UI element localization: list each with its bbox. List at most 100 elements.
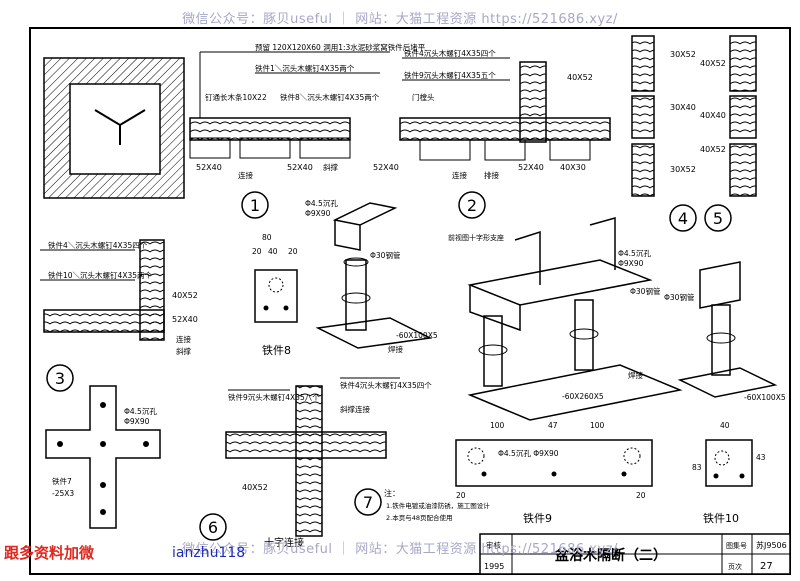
detail-3: 铁件4＼沉头木螺钉4X35四个 铁件10＼沉头木螺钉4X35两个 40X52 5… xyxy=(40,239,198,529)
detail1-dim-b: 52X40 xyxy=(287,163,313,172)
notes-title: 注： xyxy=(384,488,400,498)
atlas-label: 图集号 xyxy=(726,541,747,550)
detail3-label-brace: 斜撑 xyxy=(176,346,191,356)
detail3-number: 3 xyxy=(55,369,65,388)
timber-post-2 xyxy=(519,61,547,143)
iron8-note3: Φ30钢管 xyxy=(370,250,401,260)
detail1-note4: 铁件8＼沉头木螺钉4X35两个 xyxy=(280,92,380,102)
iron8-note2: Φ9X90 xyxy=(305,209,331,218)
iron8-dim-2: 20 xyxy=(252,247,262,256)
section-d4: 40X40 xyxy=(700,111,726,120)
iron10-dim-1: 40 xyxy=(720,421,730,430)
section-d5: 30X52 xyxy=(670,165,696,174)
detail6-number: 6 xyxy=(208,518,218,537)
section-d6: 40X52 xyxy=(700,145,726,154)
iron9-dim-1: 100 xyxy=(490,421,505,430)
notes-2: 2.本页与48页配合使用 xyxy=(386,513,452,522)
page-label: 页次 xyxy=(728,562,742,571)
iron7-label: 铁件7 xyxy=(52,476,72,486)
detail3-label-weld: 连接 xyxy=(176,334,191,344)
detail3-dim-b: 52X40 xyxy=(172,315,198,324)
iron-10: Φ30钢管 -60X100X5 40 43 83 铁件10 xyxy=(664,261,786,525)
iron10-dim-2: 43 xyxy=(756,453,766,462)
title-text: 盆浴木隔断（二） xyxy=(554,547,667,564)
detail2-note4: 连接 xyxy=(452,170,467,180)
iron9-plate-note: Φ4.5沉孔 Φ9X90 xyxy=(498,449,559,458)
notes-1: 1.铁件电镀或油漆防锈，施工图设计 xyxy=(386,501,490,510)
iron9-note4: Φ30钢管 xyxy=(630,286,661,296)
iron7-cross-plate xyxy=(45,385,161,529)
detail3-dim-a: 40X52 xyxy=(172,291,198,300)
detail-1: 预留 120X120X60 洞用1:3水泥砂浆窝铁件后堵平 铁件1＼沉头木螺钉4… xyxy=(43,42,426,219)
detail6-note1: 铁件9沉头木螺钉4X35八个 xyxy=(228,392,320,402)
detail5-callout xyxy=(704,204,732,232)
detail6-caption: 十字连接 xyxy=(264,536,304,549)
iron9-note1: 前视图十字形支座 xyxy=(448,233,504,242)
detail7-number: 7 xyxy=(363,493,373,512)
detail6-dim-a: 40X52 xyxy=(242,483,268,492)
iron10-dim-3: 83 xyxy=(692,463,702,472)
detail6-note3: 斜撑连接 xyxy=(340,404,370,414)
iron8-note5: 焊接 xyxy=(388,344,403,354)
iron9-note2: Φ4.5沉孔 xyxy=(618,249,651,258)
iron8-title: 铁件8 xyxy=(262,344,291,357)
iron9-title: 铁件9 xyxy=(523,512,552,525)
iron9-dim-5: 20 xyxy=(636,491,646,500)
iron9-dim-4: 20 xyxy=(456,491,466,500)
iron7-note1: Φ4.5沉孔 xyxy=(124,407,157,416)
iron10-note1: Φ30钢管 xyxy=(664,292,695,302)
detail5-number: 5 xyxy=(713,209,723,228)
watermark-bottom: 微信公众号：豚贝useful ｜ 网站：大猫工程资源 https://52168… xyxy=(182,542,618,557)
iron8-note1: Φ4.5沉孔 xyxy=(305,199,338,208)
detail4-number: 4 xyxy=(678,209,688,228)
detail2-note2: 铁件9沉头木螺钉4X35五个 xyxy=(404,70,496,80)
detail1-note1: 预留 120X120X60 洞用1:3水泥砂浆窝铁件后堵平 xyxy=(255,42,426,52)
title-review-label: 审核 xyxy=(486,540,501,550)
iron8-dim-1: 80 xyxy=(262,233,272,242)
detail3-note2: 铁件10＼沉头木螺钉4X35两个 xyxy=(48,270,152,280)
iron9-dim-2: 47 xyxy=(548,421,558,430)
watermark-top: 微信公众号：豚贝useful ｜ 网站：大猫工程资源 https://52168… xyxy=(182,12,618,27)
iron10-title: 铁件10 xyxy=(703,512,739,525)
detail2-dim-c: 40X30 xyxy=(560,163,586,172)
detail3-callout xyxy=(46,364,74,392)
detail2-number: 2 xyxy=(467,196,477,215)
detail2-dim-b: 52X40 xyxy=(518,163,544,172)
iron-8: 80 20 40 20 铁件8 Φ4.5沉孔 Φ9X90 Φ30钢管 -60X1… xyxy=(252,199,438,357)
section-d2: 40X52 xyxy=(700,59,726,68)
detail6-callout xyxy=(199,513,227,541)
detail4-callout xyxy=(669,204,697,232)
detail1-dim-a: 52X40 xyxy=(196,163,222,172)
sheet-border xyxy=(29,27,791,575)
iron7-size: -25X3 xyxy=(52,489,74,498)
detail-2: 铁件4沉头木螺钉4X35四个 铁件9沉头木螺钉4X35五个 门樘头 连接 排接 … xyxy=(399,48,611,219)
detail2-note3: 门樘头 xyxy=(412,92,435,102)
wall-opening xyxy=(69,83,161,175)
promo-text-blue: ianzhu118 xyxy=(172,545,246,561)
detail2-dim-a: 40X52 xyxy=(567,73,593,82)
detail1-note3: 钉通长木条10X22 xyxy=(205,92,267,102)
iron8-note4: -60X100X5 xyxy=(396,331,438,340)
iron8-dim-3: 40 xyxy=(268,247,278,256)
detail-7: 7 注： 1.铁件电镀或油漆防锈，施工图设计 2.本页与48页配合使用 xyxy=(354,488,490,522)
page-number: 27 xyxy=(760,561,773,572)
detail2-callout xyxy=(458,191,486,219)
detail1-note2: 铁件1＼沉头木螺钉4X35两个 xyxy=(255,63,355,73)
iron9-note6: -60X260X5 xyxy=(562,392,604,401)
title-block: 审核 盆浴木隔断（二） 1995 图集号 苏J9506 页次 27 xyxy=(479,533,791,575)
iron-9: 前视图十字形支座 Φ4.5沉孔 Φ9X90 Φ30钢管 焊接 -60X260X5… xyxy=(448,217,683,525)
detail1-dim-c: 52X40 xyxy=(373,163,399,172)
iron9-plate-plan xyxy=(455,439,653,487)
timber-rail xyxy=(189,117,351,141)
detail3-note1: 铁件4＼沉头木螺钉4X35四个 xyxy=(48,240,148,250)
detail1-number: 1 xyxy=(250,196,260,215)
detail2-note5: 排接 xyxy=(484,170,499,180)
detail1-label-weld: 连接 xyxy=(238,170,253,180)
title-year: 1995 xyxy=(484,562,504,571)
iron8-plate-plan xyxy=(254,269,298,323)
iron9-note3: Φ9X90 xyxy=(618,259,644,268)
detail1-label-brace: 斜撑 xyxy=(323,162,338,172)
iron9-note5: 焊接 xyxy=(628,370,643,380)
iron9-dim-3: 100 xyxy=(590,421,605,430)
